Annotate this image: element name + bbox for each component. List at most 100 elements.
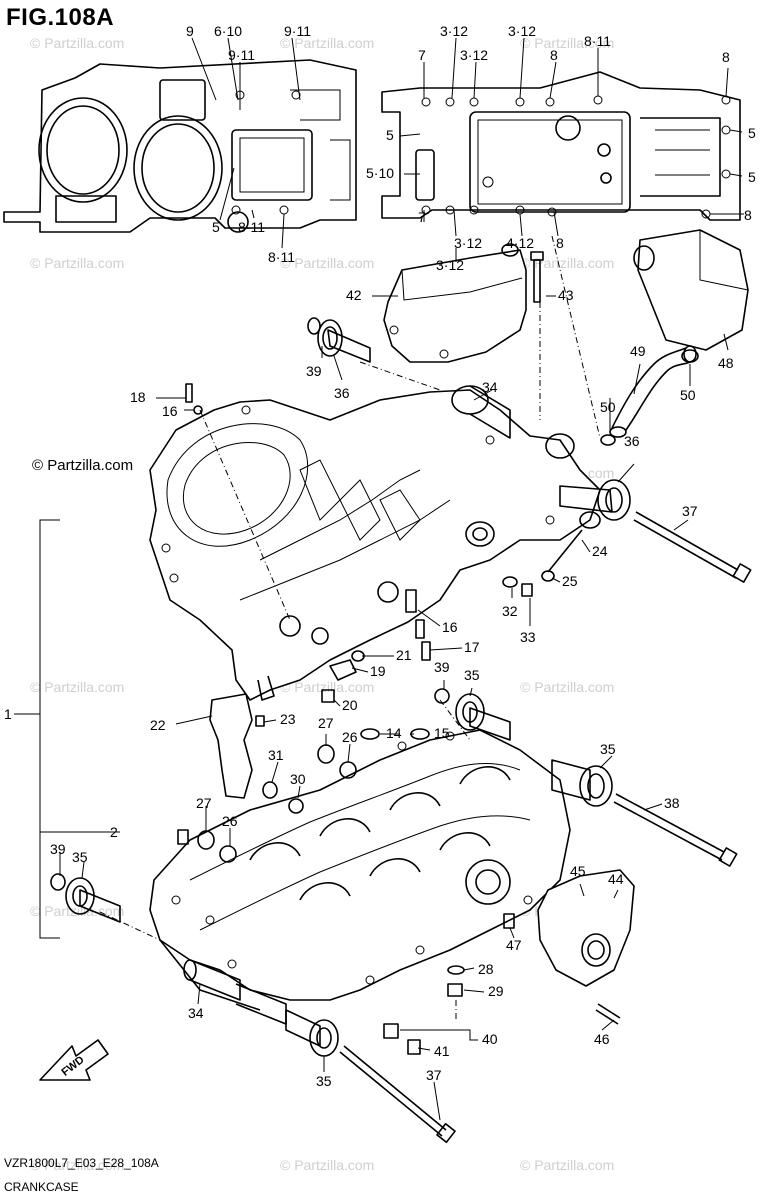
callout-label: 35 [464, 667, 480, 683]
callout-label: 43 [558, 287, 574, 303]
watermark: © Partzilla.com [520, 679, 614, 695]
callout-label: 33 [520, 629, 536, 645]
callout-label: 35 [600, 741, 616, 757]
callout-label: 31 [268, 747, 284, 763]
watermark: © Partzilla.com [30, 255, 124, 271]
callout-label: 36 [334, 385, 350, 401]
callout-label: 8·11 [268, 249, 295, 265]
callout-label: 34 [482, 379, 498, 395]
callout-label: 3·12 [508, 23, 536, 39]
hose-clamp [600, 349, 699, 446]
long-bolt [633, 511, 752, 583]
watermark: © Partzilla.com [280, 679, 374, 695]
callout-label: 18 [130, 389, 146, 405]
callout-label: 4·12 [506, 235, 534, 251]
callout-label: 6·10 [214, 23, 242, 39]
callout-label: 9·11 [228, 47, 255, 63]
callout-label: 36 [624, 433, 640, 449]
crank-cap [285, 1009, 339, 1057]
forward-arrow-icon: FWD [39, 1039, 109, 1081]
drain-plug [502, 576, 533, 597]
callout-label: 8 [556, 235, 564, 251]
long-bolt [339, 1045, 456, 1144]
callout-label: 42 [346, 287, 362, 303]
callout-label: 9 [186, 23, 194, 39]
callout-label: 7 [418, 209, 426, 225]
callout-label: 15 [434, 725, 450, 741]
callout-label: 32 [502, 603, 518, 619]
callout-label: 45 [570, 863, 586, 879]
callout-label: 8 [550, 47, 558, 63]
callout-label: 37 [682, 503, 698, 519]
clutch-cover [537, 869, 635, 987]
group-bracket [14, 519, 120, 939]
watermark: © Partzilla.com [280, 35, 374, 51]
callout-label: 41 [434, 1043, 450, 1059]
watermark: © Partzilla.com [30, 35, 124, 51]
callout-label: 28 [478, 961, 494, 977]
callout-label: 39 [434, 659, 450, 675]
callout-label: 30 [290, 771, 306, 787]
callout-label: 7 [418, 47, 426, 63]
callout-label: 44 [608, 871, 624, 887]
oil-filler-cap [541, 511, 601, 582]
callout-label: 23 [280, 711, 296, 727]
callout-label: 16 [162, 403, 178, 419]
assembly-lines [99, 235, 601, 1020]
leader-lines [59, 37, 744, 1121]
lower-crankcase [149, 729, 571, 1011]
breather-hose [609, 345, 697, 438]
lower-crankcase-bottom-view [381, 71, 741, 221]
callout-label: 8·11 [238, 219, 265, 235]
watermark: © Partzilla.com [280, 1157, 374, 1173]
callout-label: 8·11 [584, 33, 611, 49]
callout-label: 5·10 [366, 165, 394, 181]
o-ring [307, 317, 321, 335]
callout-label: 40 [482, 1031, 498, 1047]
callout-label: 3·12 [454, 235, 482, 251]
sleeve [183, 959, 287, 1025]
callout-label: 35 [316, 1073, 332, 1089]
callout-label: 22 [150, 717, 166, 733]
o-ring [50, 873, 66, 891]
long-bolt [613, 793, 738, 867]
upper-crankcase-top-view [3, 59, 357, 233]
callout-label: 38 [664, 795, 680, 811]
watermark-prominent: © Partzilla.com [32, 457, 133, 474]
callout-label: 46 [594, 1031, 610, 1047]
callout-label: 27 [318, 715, 334, 731]
callout-label: 35 [72, 849, 88, 865]
figure-title: FIG.108A [6, 4, 115, 31]
watermark: © Partzilla.com [30, 1157, 124, 1173]
callout-label: 50 [600, 399, 616, 415]
crank-cap [65, 877, 121, 923]
drain-plug [447, 965, 465, 997]
callout-label: 14 [386, 725, 402, 741]
callout-label: 3·12 [436, 257, 464, 273]
callout-label: 8 [722, 49, 730, 65]
bracket [209, 693, 265, 799]
watermark: © Partzilla.com [520, 35, 614, 51]
section-name: CRANKCASE [4, 1180, 79, 1194]
callout-label: 20 [342, 697, 358, 713]
breather-cover [633, 229, 749, 351]
dowel-pin [405, 589, 431, 661]
callout-label: 9·11 [284, 23, 311, 39]
callout-label: 19 [370, 663, 386, 679]
callouts: 9 6·10 9·11 9·11 5 8·11 8·11 3·12 3·12 7… [4, 23, 756, 1089]
crank-cap [551, 759, 613, 807]
callout-label: 5 [748, 125, 756, 141]
callout-label: 1 [4, 706, 12, 722]
callout-label: 16 [442, 619, 458, 635]
callout-label: 5 [386, 127, 394, 143]
callout-label: 39 [50, 841, 66, 857]
dowel-pin [177, 829, 515, 929]
callout-label: 24 [592, 543, 608, 559]
callout-label: 39 [306, 363, 322, 379]
callout-label: 5 [212, 219, 220, 235]
callout-label: 21 [396, 647, 412, 663]
callout-label: 3·12 [440, 23, 468, 39]
callout-label: 29 [488, 983, 504, 999]
model-code: VZR1800L7_E03_E28_108A [4, 1156, 159, 1170]
